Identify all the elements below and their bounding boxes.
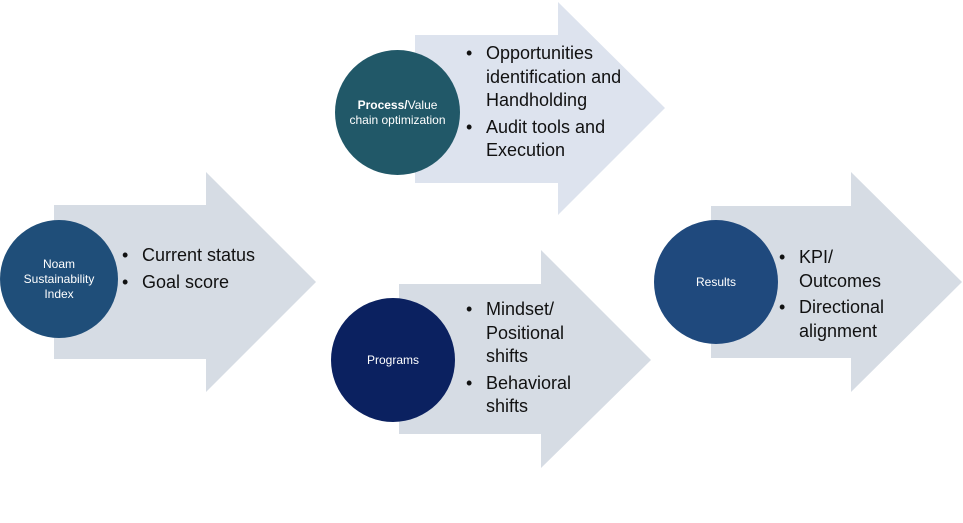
bullet-item: Behavioral shifts <box>460 372 600 419</box>
circle-sustainability-index: Noam Sustainability Index <box>0 220 118 338</box>
bullet-item: Opportunities identification and Handhol… <box>460 42 635 113</box>
circle-programs-label: Programs <box>366 352 419 367</box>
bullets-index: Current status Goal score <box>116 244 266 297</box>
bullet-item: Audit tools and Execution <box>460 116 635 163</box>
bullet-item: Directional alignment <box>773 296 913 343</box>
bullet-item: Current status <box>116 244 266 268</box>
circle-results-label: Results <box>695 274 736 289</box>
circle-process-label-bold: Process/ <box>357 97 408 112</box>
circle-results: Results <box>654 220 778 344</box>
circle-process: Process/Value chain optimization <box>335 50 460 175</box>
circle-sustainability-index-label: Noam Sustainability Index <box>23 256 95 301</box>
bullets-programs: Mindset/ Positional shifts Behavioral sh… <box>460 298 600 422</box>
bullet-item: KPI/ Outcomes <box>773 246 913 293</box>
bullets-results: KPI/ Outcomes Directional alignment <box>773 246 913 346</box>
bullet-item: Goal score <box>116 271 266 295</box>
circle-process-label-rest: Value chain optimization <box>349 97 446 127</box>
bullet-item: Mindset/ Positional shifts <box>460 298 600 369</box>
circle-programs: Programs <box>331 298 455 422</box>
circle-process-label: Process/Value chain optimization <box>345 98 450 128</box>
bullets-process: Opportunities identification and Handhol… <box>460 42 635 166</box>
